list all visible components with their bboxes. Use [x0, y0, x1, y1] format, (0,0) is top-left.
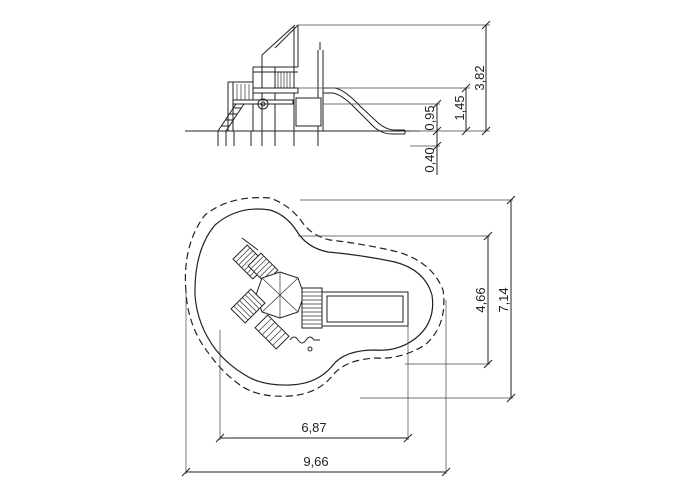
dim-outer-depth: 7,14 [496, 287, 511, 312]
dim-foundation-depth: 0,40 [422, 147, 437, 172]
plan-view: 4,66 7,14 6,87 9,66 [181, 195, 516, 477]
dim-outer-width: 9,66 [303, 454, 328, 469]
equipment-plan [230, 237, 409, 352]
foundation-posts [217, 131, 319, 146]
dim-platform-low: 0,95 [422, 105, 437, 130]
tower-structure [217, 24, 324, 132]
dim-inner-width: 6,87 [301, 420, 326, 435]
safety-zone-outer [184, 197, 445, 397]
elevation-view: 3,82 1,45 0,95 0,40 [185, 20, 491, 175]
dim-inner-depth: 4,66 [473, 287, 488, 312]
elevation-reference-lines [298, 24, 490, 147]
plan-dimension-lines [181, 195, 516, 477]
elevation-dimension-lines [432, 20, 491, 175]
dim-platform-high: 1,45 [452, 95, 467, 120]
slide-side [323, 87, 406, 135]
dim-total-height: 3,82 [472, 65, 487, 90]
safety-zone-inner [194, 208, 434, 386]
plan-reference-lines [185, 199, 513, 474]
